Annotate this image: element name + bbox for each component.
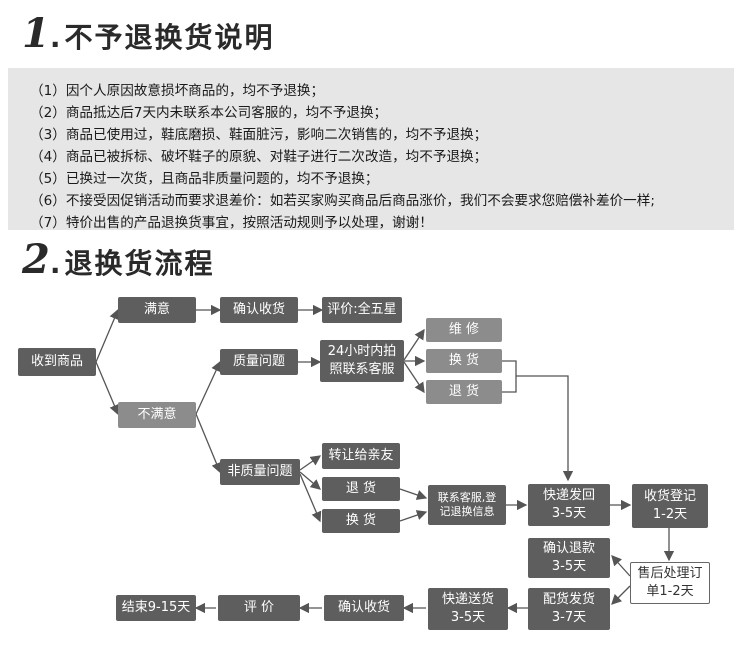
section-1-number: 1 xyxy=(22,10,50,57)
confirm-refund-node: 确认退款 3-5天 xyxy=(528,538,610,578)
contact-service-register-node: 联系客服,登 记退换信息 xyxy=(428,485,506,525)
rule-3: （3）商品已使用过，鞋底磨损、鞋面脏污，影响二次销售的，均不予退换； xyxy=(30,127,488,143)
confirm-receipt-node-1: 确认收货 xyxy=(220,297,298,323)
repair-node: 维 修 xyxy=(426,318,502,342)
review-node: 评 价 xyxy=(218,595,300,621)
return-non-quality-node: 退 货 xyxy=(322,477,400,501)
exchange-non-quality-node: 换 货 xyxy=(322,509,400,533)
satisfied-node: 满意 xyxy=(118,297,196,323)
section-2-title: 退换货流程 xyxy=(64,247,215,280)
after-sales-processing-node: 售后处理订 单1-2天 xyxy=(630,562,710,604)
quality-issue-node: 质量问题 xyxy=(220,349,298,375)
transfer-to-friend-node: 转让给亲友 xyxy=(322,443,400,469)
rule-1: （1）因个人原因故意损坏商品的，均不予退换； xyxy=(30,83,325,99)
ship-out-node: 配货发货 3-7天 xyxy=(528,588,610,630)
rule-6: （6）不接受因促销活动而要求退差价：如若买家购买商品后商品涨价，我们不会要求您赔… xyxy=(30,193,655,209)
rule-5: （5）已换过一次货，且商品非质量问题的，均不予退换； xyxy=(30,171,379,187)
contact-service-24h-node: 24小时内拍 照联系客服 xyxy=(320,340,404,382)
return-quality-node: 退 货 xyxy=(426,380,502,404)
express-return-node: 快递发回 3-5天 xyxy=(528,484,610,526)
non-quality-issue-node: 非质量问题 xyxy=(220,459,300,485)
unsatisfied-node: 不满意 xyxy=(118,402,196,428)
no-return-rules-panel: （1）因个人原因故意损坏商品的，均不予退换； （2）商品抵达后7天内未联系本公司… xyxy=(8,68,734,231)
review-five-star-node: 评价:全五星 xyxy=(322,297,402,323)
rule-7: （7）特价出售的产品退换货事宜，按照活动规则予以处理，谢谢！ xyxy=(30,215,433,231)
received-goods-node: 收到商品 xyxy=(18,348,96,376)
express-delivery-node: 快递送货 3-5天 xyxy=(428,588,508,630)
rule-4: （4）商品已被拆标、破坏鞋子的原貌、对鞋子进行二次改造，均不予退换； xyxy=(30,149,488,165)
section-1-heading: 1. 不予退换货说明 xyxy=(22,10,275,57)
confirm-receipt-node-2: 确认收货 xyxy=(324,595,404,621)
section-2-number: 2 xyxy=(22,236,50,283)
section-2-heading: 2. 退换货流程 xyxy=(22,236,215,283)
section-1-title: 不予退换货说明 xyxy=(64,21,275,54)
goods-register-node: 收货登记 1-2天 xyxy=(632,484,708,528)
rule-2: （2）商品抵达后7天内未联系本公司客服的，均不予退换； xyxy=(30,105,388,121)
end-node: 结束9-15天 xyxy=(116,595,196,621)
exchange-quality-node: 换 货 xyxy=(426,349,502,373)
